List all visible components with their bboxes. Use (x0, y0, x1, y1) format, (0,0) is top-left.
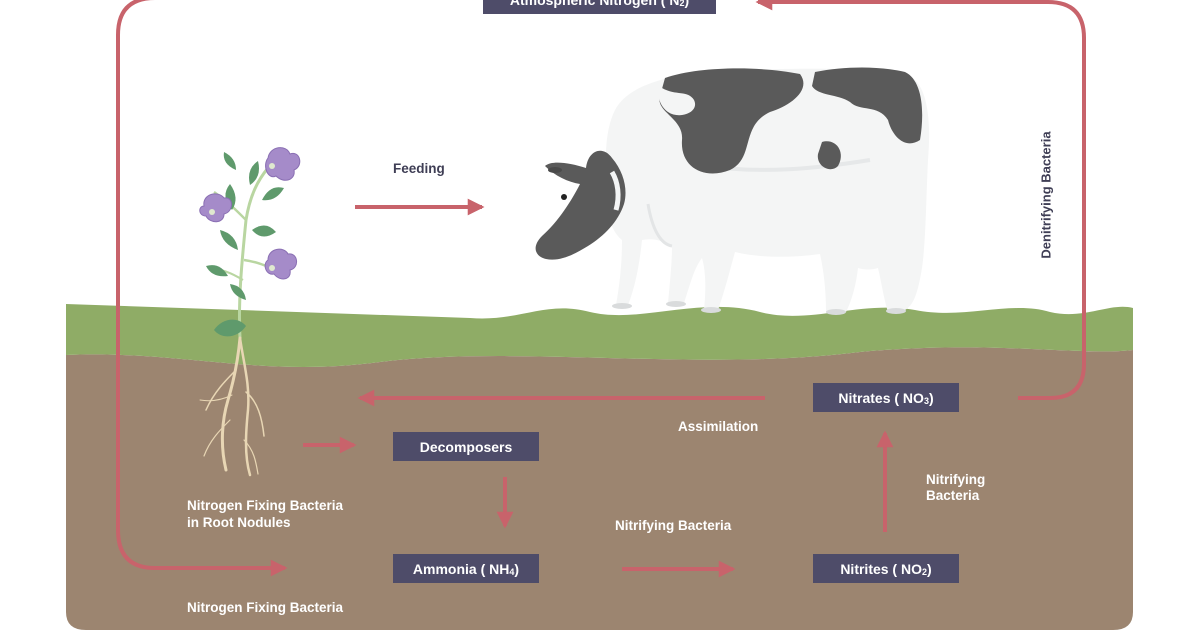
decomposers-box: Decomposers (393, 432, 539, 461)
ammonia-name: Ammonia ( NH (412, 560, 510, 577)
cow-illustration (535, 67, 930, 315)
atmospheric-nitrogen-name: Atmospheric Nitrogen ( N (509, 0, 680, 8)
nitrites-name: Nitrites ( NO (840, 560, 922, 577)
arrow-atmosphere-to-fixing (116, 0, 440, 577)
grass-layer (66, 304, 1133, 367)
nitrifying-bacteria-vertical-label-line1: Nitrifying (926, 472, 986, 487)
nitrites-subscript: 2 (922, 566, 928, 577)
ammonia-tail: ) (514, 560, 520, 577)
flowering-plant-illustration (199, 147, 301, 339)
decomposers-name: Decomposers (419, 438, 513, 455)
nitrates-subscript: 3 (923, 395, 929, 406)
atmospheric-nitrogen-tail: ) (684, 0, 690, 8)
root-nodule-bacteria-label-line1: Nitrogen Fixing Bacteria (187, 498, 344, 513)
feeding-label: Feeding (393, 161, 445, 176)
nitrates-name: Nitrates ( NO (838, 389, 924, 406)
nitrites-tail: ) (927, 560, 932, 577)
atmospheric-nitrogen-subscript: 2 (679, 0, 685, 8)
arrow-denitrification (755, 0, 1086, 400)
nitrates-tail: ) (928, 389, 934, 406)
ammonia-subscript: 4 (509, 566, 515, 577)
nitrifying-bacteria-vertical-label-line2: Bacteria (926, 488, 980, 503)
nitrifying-bacteria-label: Nitrifying Bacteria (615, 518, 732, 533)
root-illustration (199, 336, 265, 477)
nitrogen-fixing-bacteria-label: Nitrogen Fixing Bacteria (187, 600, 344, 615)
assimilation-label: Assimilation (678, 419, 759, 434)
denitrifying-bacteria-label: Denitrifying Bacteria (1038, 131, 1054, 259)
root-nodule-bacteria-label-line2: in Root Nodules (187, 515, 291, 530)
